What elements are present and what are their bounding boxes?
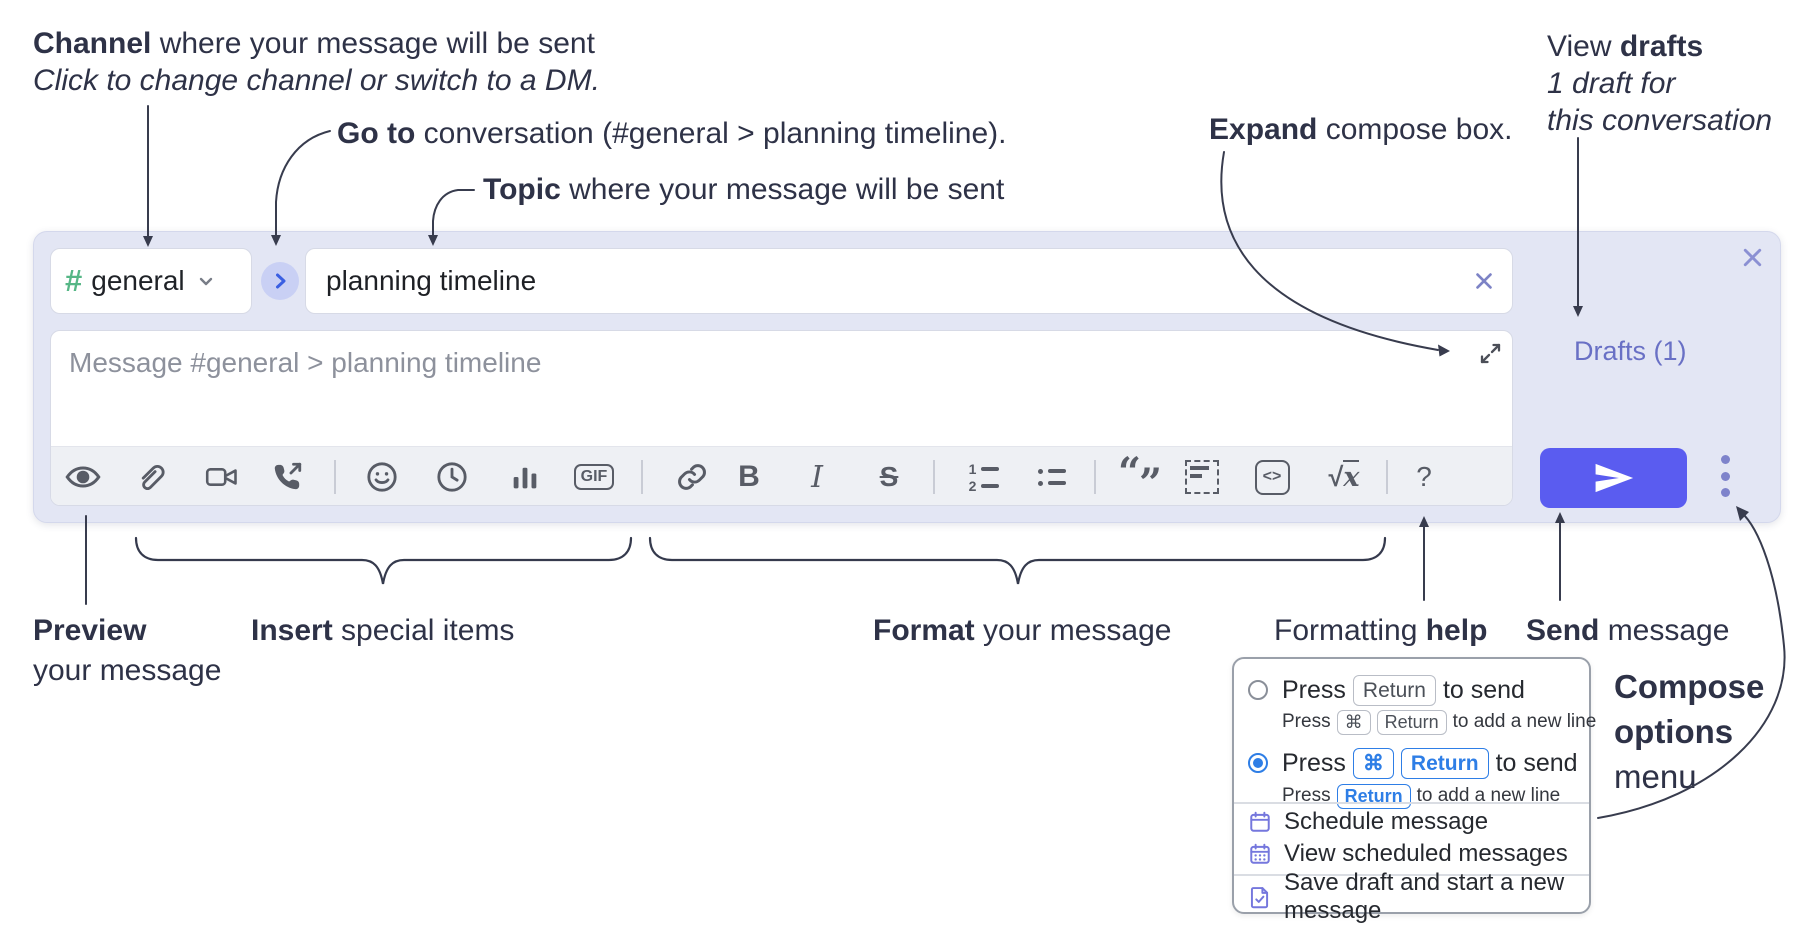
calendar-list-icon	[1248, 842, 1272, 866]
chevron-right-icon	[268, 269, 292, 293]
format-brace	[648, 536, 1387, 585]
toolbar-separator	[641, 460, 643, 494]
ordered-list-icon[interactable]: 1 2	[964, 459, 1004, 495]
quote-icon[interactable]: “ ”	[1117, 449, 1162, 507]
phone-call-icon[interactable]	[269, 459, 305, 495]
message-compose-area	[50, 330, 1513, 506]
composer-toolbar	[51, 446, 1512, 505]
gif-icon[interactable]: GIF	[572, 459, 616, 495]
channel-name: general	[91, 265, 185, 296]
return-key: Return	[1336, 783, 1411, 809]
view-drafts-line2: 1 draft for	[1547, 67, 1676, 100]
expand-compose-icon[interactable]	[1477, 340, 1504, 372]
compose-options-kebab-icon[interactable]	[1712, 452, 1738, 500]
clear-topic-icon[interactable]	[1470, 267, 1498, 295]
link-icon[interactable]	[674, 459, 710, 495]
channel-hash-icon: #	[65, 263, 83, 298]
cmd-return-to-send-option[interactable]: Press ⌘ Return to send	[1234, 745, 1603, 781]
formatting-help-annotation: Formatting help	[1274, 614, 1488, 647]
bold-icon[interactable]: B	[738, 460, 760, 493]
code-icon[interactable]: <>	[1254, 459, 1290, 495]
menu-divider	[1234, 874, 1589, 876]
goto-annotation: Go to conversation (#general > planning …	[337, 117, 1007, 150]
drafts-link[interactable]: Drafts (1)	[1574, 336, 1687, 366]
bullet-list-icon[interactable]	[1034, 459, 1070, 495]
channel-annotation: Channel where your message will be sent …	[33, 25, 600, 99]
save-draft-item[interactable]: Save draft and start a new message	[1234, 869, 1603, 924]
italic-icon[interactable]: I	[811, 459, 823, 495]
channel-annotation-line2: Click to change channel or switch to a D…	[33, 64, 600, 97]
code-block-icon[interactable]	[1184, 459, 1220, 495]
send-annotation: Send message	[1526, 614, 1730, 647]
insert-annotation: Insert special items	[251, 614, 515, 647]
view-drafts-annotation: View drafts 1 draft for this conversatio…	[1547, 28, 1772, 139]
emoji-smiley-icon[interactable]	[364, 459, 400, 495]
strikethrough-icon[interactable]: S	[879, 461, 899, 492]
math-formula-icon[interactable]: √x	[1328, 459, 1360, 493]
calendar-icon	[1248, 810, 1272, 834]
return-to-send-option[interactable]: Press Return to send	[1234, 673, 1603, 707]
view-scheduled-messages-item[interactable]: View scheduled messages	[1234, 838, 1603, 870]
format-annotation: Format your message	[873, 614, 1172, 647]
compose-options-menu: Press Return to send Press ⌘ Return to a…	[1232, 657, 1596, 924]
preview-eye-icon[interactable]	[65, 459, 101, 495]
return-key: Return	[1376, 709, 1447, 735]
cmd-return-subtext: Press Return to add a new line	[1234, 783, 1637, 809]
cmd-key: ⌘	[1352, 747, 1394, 779]
send-button[interactable]	[1540, 448, 1687, 508]
clock-icon[interactable]	[434, 459, 470, 495]
topic-connector-line	[432, 189, 475, 236]
preview-annotation: Preview your message	[33, 614, 222, 687]
menu-divider	[1234, 802, 1589, 804]
toolbar-separator	[1094, 460, 1096, 494]
radio-unselected-icon[interactable]	[1248, 680, 1268, 700]
insert-brace	[134, 536, 633, 585]
topic-field	[305, 248, 1513, 314]
goto-connector-line	[275, 130, 331, 236]
view-drafts-line1: View drafts	[1547, 30, 1704, 63]
video-camera-icon[interactable]	[204, 459, 240, 495]
toolbar-separator	[933, 460, 935, 494]
expand-annotation: Expand compose box.	[1209, 113, 1513, 146]
bar-chart-icon[interactable]	[507, 459, 543, 495]
channel-selector[interactable]: # general	[50, 248, 252, 314]
gif-label: GIF	[573, 464, 615, 490]
return-to-send-subtext: Press ⌘ Return to add a new line	[1234, 709, 1637, 735]
cmd-key: ⌘	[1336, 709, 1371, 735]
goto-conversation-button[interactable]	[261, 262, 299, 300]
return-key: Return	[1352, 674, 1436, 706]
toolbar-separator	[334, 460, 336, 494]
channel-annotation-line1: Channel where your message will be sent	[33, 27, 595, 60]
send-plane-icon	[1591, 461, 1637, 495]
chevron-down-icon	[194, 269, 218, 293]
topic-annotation: Topic where your message will be sent	[483, 173, 1005, 206]
return-key: Return	[1400, 747, 1489, 779]
attach-paperclip-icon[interactable]	[132, 459, 168, 495]
message-input[interactable]	[67, 345, 1471, 445]
radio-selected-icon[interactable]	[1248, 753, 1268, 773]
close-compose-icon[interactable]	[1738, 243, 1767, 277]
topic-input[interactable]	[324, 264, 1470, 298]
draft-check-icon	[1248, 885, 1272, 909]
formatting-help-icon[interactable]: ?	[1416, 461, 1432, 492]
toolbar-separator	[1386, 460, 1388, 494]
schedule-message-item[interactable]: Schedule message	[1234, 806, 1603, 838]
view-drafts-line3: this conversation	[1547, 104, 1773, 137]
